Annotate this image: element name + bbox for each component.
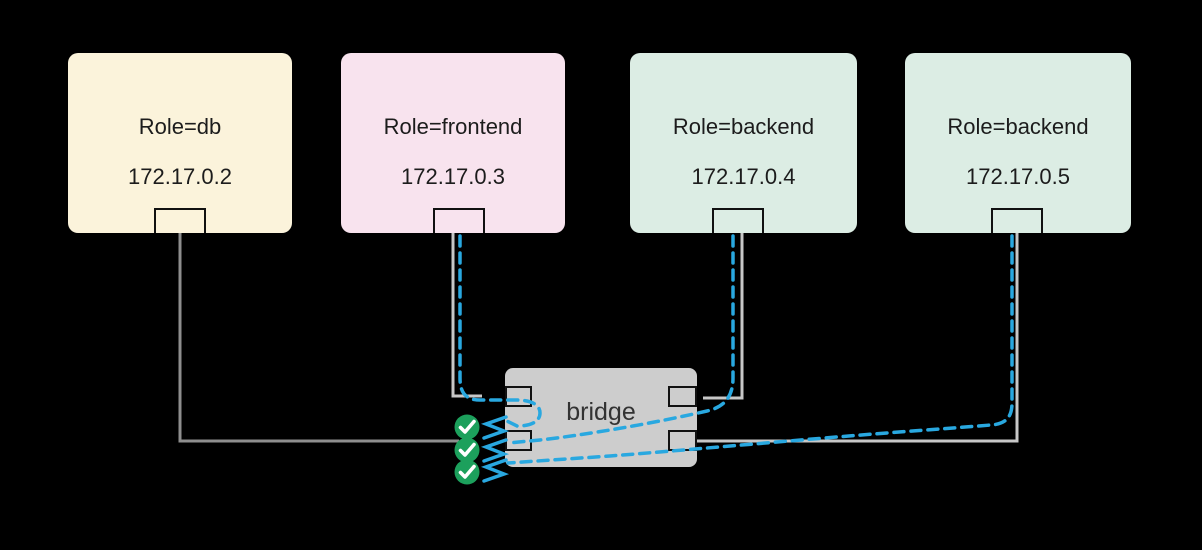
container-eth-port [154,208,206,233]
container-eth-port [433,208,485,233]
success-check-icon [454,459,480,485]
container-role-label: Role=backend [947,114,1089,139]
container-eth-port [991,208,1043,233]
flow-frontend-dashed [458,234,542,428]
container-node-backend-2: Role=backend 172.17.0.5 [905,53,1131,233]
arrowhead-zigzag-icon [480,458,510,483]
link-frontend-to-bridge [451,233,482,398]
container-node-frontend: Role=frontend 172.17.0.3 [341,53,565,233]
bridge-port-right-top [668,386,697,407]
success-check-icon [454,414,480,440]
flow-backend1-dashed [506,234,735,445]
container-role-label: Role=backend [672,114,815,139]
container-ip-label: 172.17.0.4 [691,164,796,189]
container-role-label: Role=db [138,114,222,139]
container-node-db: Role=db 172.17.0.2 [68,53,292,233]
container-node-backend-1: Role=backend 172.17.0.4 [630,53,857,233]
link-db-to-bridge [178,233,459,443]
link-backend1-to-bridge [703,233,744,400]
arrowhead-zigzag-icon [480,438,510,463]
container-ip-label: 172.17.0.3 [401,164,505,189]
container-eth-port [712,208,764,233]
link-backend2-to-bridge [697,233,1019,443]
arrowhead-zigzag-icon [480,415,510,440]
container-ip-label: 172.17.0.2 [128,164,232,189]
container-role-label: Role=frontend [383,114,523,139]
flow-backend2-dashed [506,234,1014,465]
bridge-port-left-top [505,386,532,407]
container-ip-label: 172.17.0.5 [966,164,1070,189]
success-check-icon [454,437,480,463]
